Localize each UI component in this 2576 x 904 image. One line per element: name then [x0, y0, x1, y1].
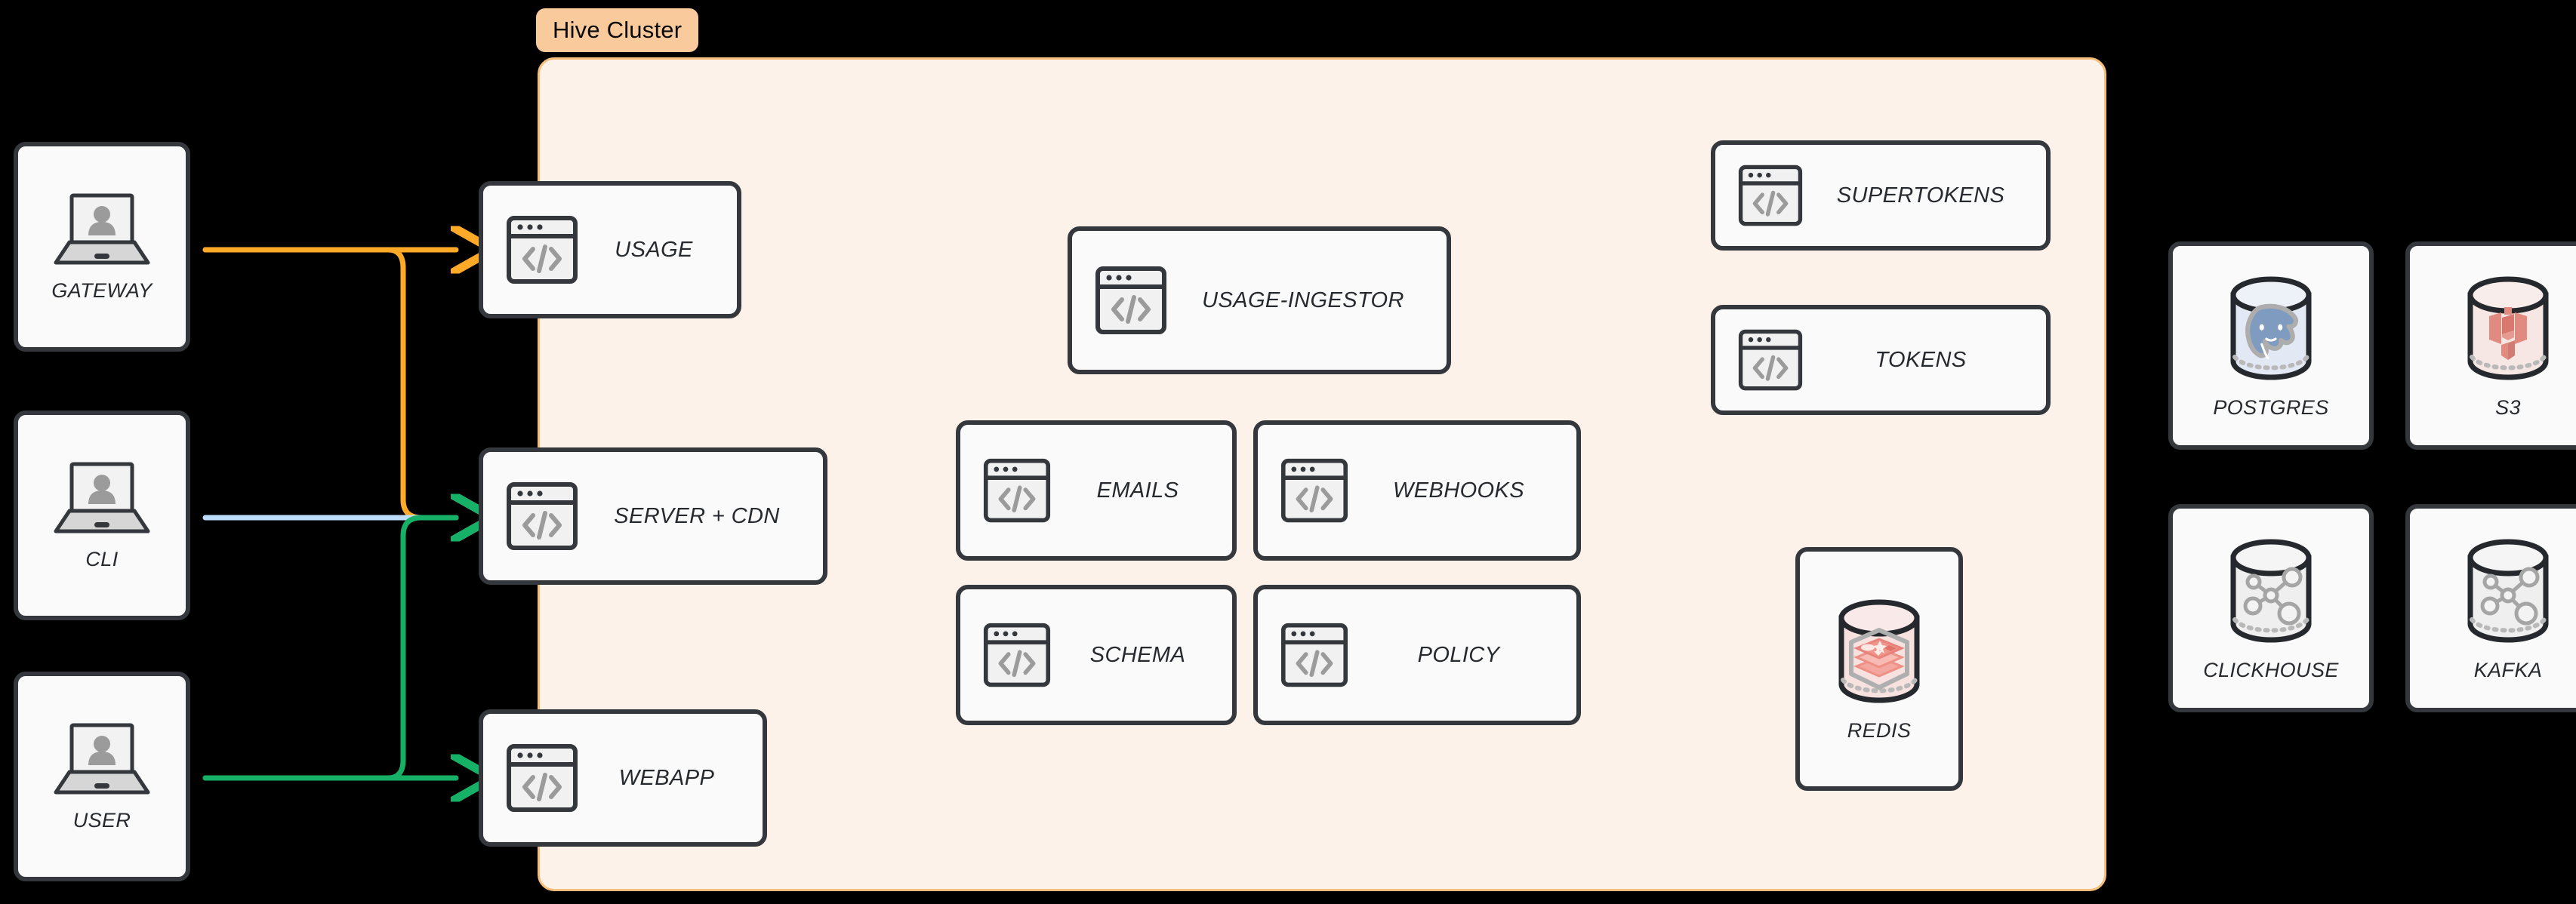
- node-redis[interactable]: REDIS: [1795, 547, 1963, 791]
- code-window-icon: [983, 621, 1051, 689]
- node-label: KAFKA: [2473, 658, 2543, 681]
- code-window-icon: [1095, 264, 1167, 337]
- node-postgres[interactable]: POSTGRES: [2168, 241, 2374, 450]
- s3-cylinder-icon: [2457, 272, 2559, 386]
- laptop-user-icon: [53, 460, 151, 537]
- node-label: POSTGRES: [2213, 395, 2329, 419]
- node-label: SUPERTOKENS: [1836, 183, 2005, 208]
- edge-gateway-to-server-cdn: [202, 247, 456, 518]
- node-label: GATEWAY: [51, 278, 153, 302]
- node-emails[interactable]: EMAILS: [956, 420, 1237, 561]
- code-window-icon: [1738, 163, 1803, 228]
- node-webapp[interactable]: WEBAPP: [479, 709, 767, 847]
- node-policy[interactable]: POLICY: [1253, 585, 1581, 725]
- code-window-icon: [983, 457, 1051, 524]
- node-label: USAGE-INGESTOR: [1202, 287, 1404, 312]
- code-window-icon: [506, 480, 578, 552]
- node-s3[interactable]: S3: [2405, 241, 2576, 450]
- node-supertokens[interactable]: SUPERTOKENS: [1711, 140, 2051, 251]
- redis-cylinder-icon: [1829, 595, 1930, 709]
- postgres-cylinder-icon: [2220, 272, 2322, 386]
- node-label: CLICKHOUSE: [2203, 658, 2339, 681]
- generic-cylinder-icon: [2220, 535, 2322, 648]
- hive-cluster-label: Hive Cluster: [536, 8, 699, 52]
- node-label: S3: [2495, 395, 2521, 419]
- node-server-cdn[interactable]: SERVER + CDN: [479, 447, 827, 585]
- code-window-icon: [1280, 621, 1348, 689]
- node-kafka[interactable]: KAFKA: [2405, 504, 2576, 712]
- node-label: WEBHOOKS: [1393, 478, 1524, 503]
- code-window-icon: [506, 214, 578, 286]
- node-label: TOKENS: [1875, 347, 1967, 372]
- node-tokens[interactable]: TOKENS: [1711, 305, 2051, 415]
- node-label: SCHEMA: [1089, 642, 1186, 667]
- generic-cylinder-icon: [2457, 535, 2559, 648]
- node-label: WEBAPP: [618, 765, 715, 790]
- code-window-icon: [1738, 327, 1803, 392]
- node-label: SERVER + CDN: [614, 503, 780, 528]
- node-label: POLICY: [1417, 642, 1500, 667]
- laptop-user-icon: [53, 192, 151, 269]
- laptop-user-icon: [53, 721, 151, 798]
- node-label: CLI: [85, 547, 119, 570]
- edge-user-to-server-cdn: [202, 518, 456, 781]
- node-schema[interactable]: SCHEMA: [956, 585, 1237, 725]
- node-usage-ingestor[interactable]: USAGE-INGESTOR: [1068, 226, 1451, 374]
- code-window-icon: [506, 742, 578, 814]
- node-gateway[interactable]: GATEWAY: [14, 142, 190, 352]
- node-label: EMAILS: [1096, 478, 1179, 503]
- node-clickhouse[interactable]: CLICKHOUSE: [2168, 504, 2374, 712]
- code-window-icon: [1280, 457, 1348, 524]
- node-label: USAGE: [615, 237, 693, 262]
- node-user[interactable]: USER: [14, 672, 190, 881]
- node-label: REDIS: [1847, 719, 1912, 742]
- node-cli[interactable]: CLI: [14, 410, 190, 620]
- node-webhooks[interactable]: WEBHOOKS: [1253, 420, 1581, 561]
- node-label: USER: [72, 808, 131, 832]
- node-usage[interactable]: USAGE: [479, 181, 741, 318]
